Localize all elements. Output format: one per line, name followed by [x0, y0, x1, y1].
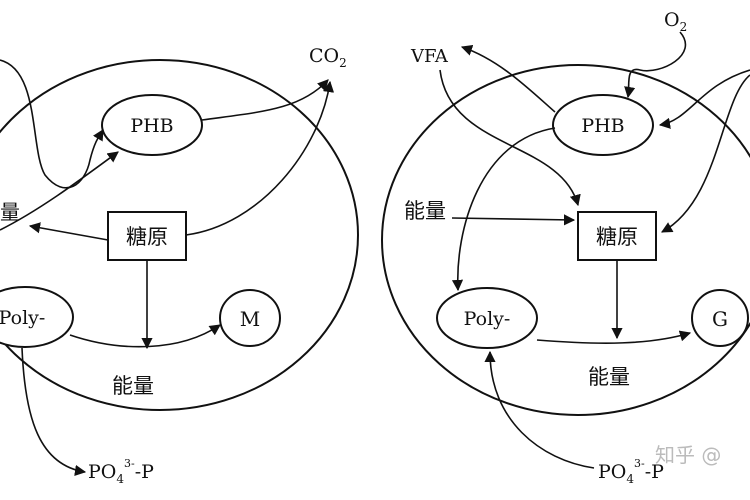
right-phb-label: PHB [581, 115, 624, 137]
left-glycogen-to-energy-arrow [28, 222, 109, 241]
left-glycogen-to-co2-arrow [185, 80, 335, 236]
left-cell-membrane [0, 59, 359, 411]
left-poly-node [0, 286, 74, 348]
right-phb-to-vfa-arrow [460, 44, 556, 113]
right-energy-bottom-label: 能量 [588, 365, 630, 389]
left-glycogen-label: 糖原 [126, 225, 168, 249]
left-po4-label: PO43--P [88, 457, 154, 486]
left-phb-to-co2-arrow [201, 79, 329, 121]
right-edge-loop-arrow [658, 69, 750, 129]
left-uptake-arrow [0, 59, 104, 189]
right-phb-to-glycogen-arrow [661, 74, 750, 233]
right-poly-label: Poly- [464, 308, 511, 330]
right-energy-left-label: 能量 [404, 199, 446, 223]
left-glycogen-node [107, 211, 187, 261]
right-vfa-to-glycogen-arrow [439, 69, 581, 207]
left-m-label: M [240, 307, 260, 331]
right-g-node [691, 289, 749, 347]
right-o2-to-phb-arrow [624, 31, 687, 99]
right-poly-to-g-arrow [536, 330, 692, 344]
right-o2-label: O2 [664, 9, 687, 34]
left-m-node [219, 289, 281, 347]
right-poly-node [436, 287, 538, 349]
left-poly-label: Poly- [0, 307, 45, 329]
right-phb-to-poly-arrow [451, 127, 556, 292]
watermark-text: 知乎 @ [655, 443, 721, 467]
right-g-label: G [712, 307, 728, 331]
left-phb-node [101, 94, 203, 156]
right-po4-to-poly-arrow [484, 350, 595, 469]
right-vfa-label: VFA [410, 46, 449, 67]
left-energy-to-phb-arrow [0, 151, 119, 231]
right-energy-to-glycogen-arrow [451, 214, 576, 226]
right-glycogen-label: 糖原 [596, 225, 638, 249]
right-cell-membrane [381, 64, 750, 416]
right-panel: PHB 糖原 Poly- G VFA O2 能量 能量 PO43--P [381, 9, 750, 486]
left-energy-left-label: 量 [0, 200, 20, 224]
left-energy-bottom-label: 能量 [112, 374, 154, 398]
right-glycogen-node [577, 211, 657, 261]
left-poly-to-po4-arrow [21, 347, 87, 476]
left-phb-label: PHB [130, 115, 173, 137]
right-phb-node [552, 94, 654, 156]
left-co2-label: CO2 [309, 45, 347, 70]
right-po4-label: PO43--P [598, 457, 664, 486]
left-panel: PHB 糖原 Poly- M 量 能量 CO2 PO43--P [0, 45, 359, 486]
left-poly-to-m-arrow [69, 324, 221, 348]
